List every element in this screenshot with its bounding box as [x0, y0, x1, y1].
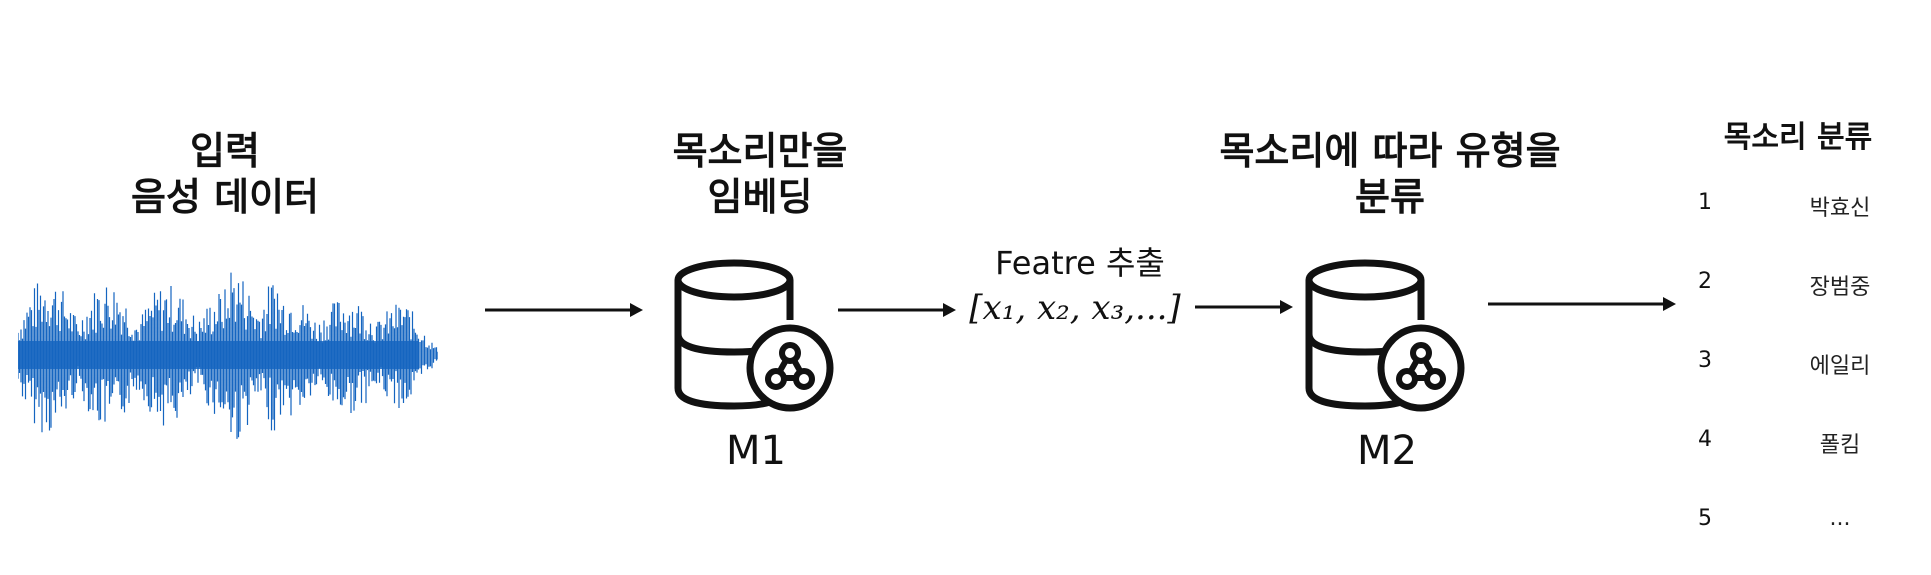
list-item: 1 박효신 [1690, 190, 1910, 230]
class-number: 2 [1698, 269, 1712, 294]
arrow-m2-to-classification [1488, 297, 1676, 311]
classify-title-line1: 목소리에 따라 유형을 [1219, 129, 1561, 173]
input-stage-title: 입력 음성 데이터 [120, 128, 330, 220]
embed-stage-title: 목소리만을 임베딩 [660, 128, 860, 220]
list-item: 2 장범중 [1690, 269, 1910, 309]
class-number: 3 [1698, 348, 1712, 373]
model-m2-label: M2 [1357, 428, 1417, 474]
class-number: 5 [1698, 506, 1712, 531]
class-name: ... [1829, 506, 1851, 531]
embed-title-line1: 목소리만을 [672, 129, 848, 173]
list-item: 4 폴킴 [1690, 427, 1910, 467]
arrow-feature-to-m2 [1195, 300, 1293, 314]
model-m1-label: M1 [726, 428, 786, 474]
class-name: 에일리 [1809, 354, 1871, 379]
class-number: 4 [1698, 427, 1712, 452]
list-item: 5 ... [1690, 506, 1910, 546]
class-name: 박효신 [1809, 196, 1871, 221]
input-title-line2: 음성 데이터 [130, 175, 320, 219]
database-network-icon [674, 259, 834, 412]
feature-extraction-title: Featre 추출 [995, 244, 1165, 282]
class-number: 1 [1698, 190, 1712, 215]
input-title-line1: 입력 [190, 129, 260, 173]
classify-title-line2: 분류 [1355, 175, 1425, 219]
class-name: 장범중 [1809, 275, 1871, 300]
arrow-input-to-m1 [485, 303, 643, 317]
classify-stage-title: 목소리에 따라 유형을 분류 [1210, 128, 1570, 220]
list-item: 3 에일리 [1690, 348, 1910, 388]
feature-vector-formula: [x₁, x₂, x₃,...] [969, 288, 1181, 328]
class-name: 폴킴 [1819, 433, 1861, 458]
arrow-m1-to-feature [838, 303, 956, 317]
database-network-icon [1305, 259, 1465, 412]
embed-title-line2: 임베딩 [707, 175, 813, 219]
audio-waveform-icon [18, 272, 438, 439]
classification-title: 목소리 분류 [1723, 120, 1873, 155]
